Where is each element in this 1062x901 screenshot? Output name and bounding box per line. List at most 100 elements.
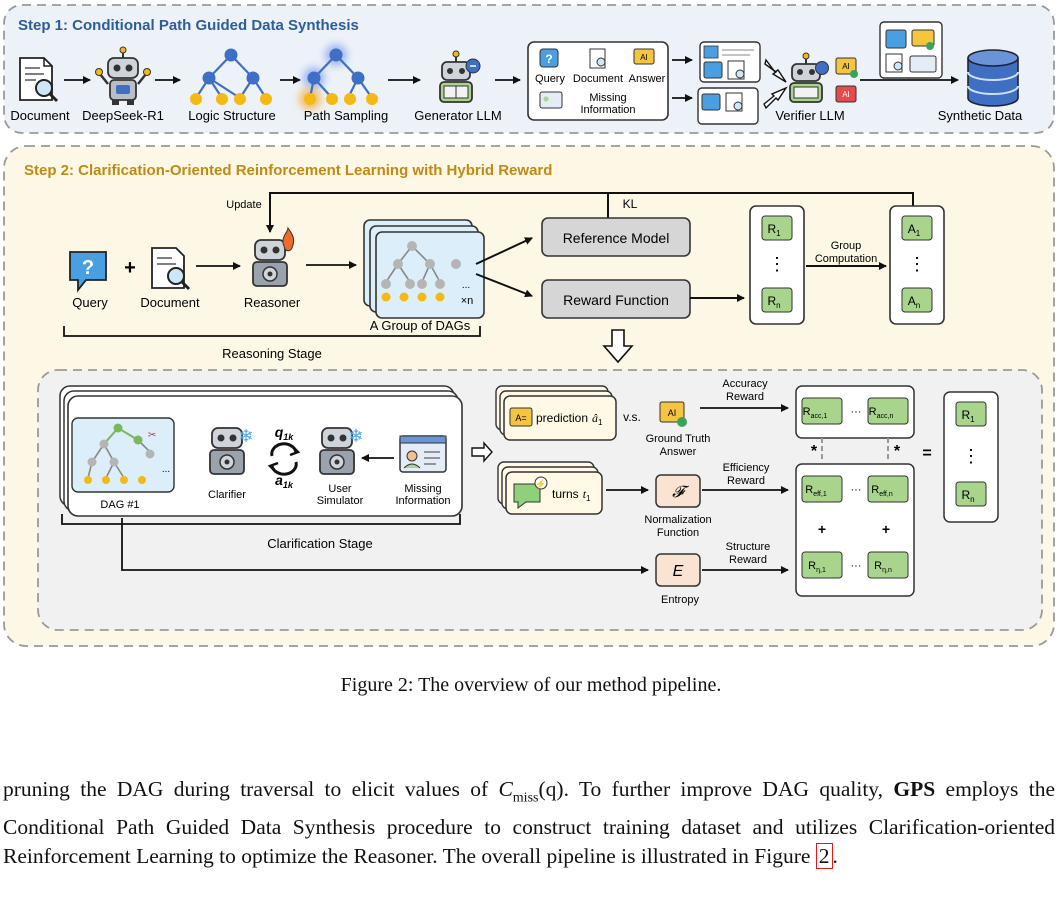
entropy-label: Entropy [661, 594, 699, 606]
verified-card [879, 21, 943, 79]
missing-information-icon [399, 435, 447, 473]
svg-text:AI: AI [842, 90, 850, 99]
clarifier-label: Clarifier [208, 489, 246, 501]
answer-mini-icon [633, 48, 655, 65]
missing-info-mini-icon [539, 91, 563, 109]
query-label: Query [72, 295, 108, 310]
q-label: q1k [275, 424, 295, 442]
user-simulator-robot-icon: ❄ [319, 426, 364, 475]
final-vdots: ⋮ [962, 446, 980, 466]
node-label-deepseek: DeepSeek-R1 [82, 108, 164, 123]
hollow-down-arrow [602, 329, 634, 364]
efficiency-reward-label: Efficiency [723, 462, 770, 474]
advantage-an: An [908, 294, 920, 310]
reference-model-label: Reference Model [563, 230, 670, 246]
body-paragraph: pruning the DAG during traversal to elic… [3, 775, 1055, 872]
plus-sign-1: + [818, 521, 826, 537]
query-bubble-icon: ? [69, 251, 107, 293]
cycle-arrows-icon [267, 442, 301, 476]
clarification-stage-bracket [61, 514, 461, 525]
svg-text:?: ? [545, 52, 552, 66]
multiply-star-2: * [894, 443, 901, 460]
path-sampling-icon [299, 44, 378, 110]
entropy-symbol: E [673, 563, 684, 580]
svg-text:Missing: Missing [589, 92, 626, 104]
node-label-logic: Logic Structure [188, 108, 275, 123]
advantage-a1: A1 [908, 222, 921, 238]
plus-sign: + [124, 257, 136, 279]
svg-text:⋮: ⋮ [908, 254, 926, 274]
ground-truth-label: Ground Truth [646, 433, 711, 445]
svg-text:Query: Query [535, 73, 565, 85]
hollow-arrow-bottom [763, 86, 788, 110]
reasoner-label: Reasoner [244, 295, 301, 310]
missing-info-label: Missing [404, 483, 441, 495]
svg-text:Information: Information [580, 104, 635, 116]
normalization-box [655, 474, 701, 508]
method-pipeline-figure: Step 1: Conditional Path Guided Data Syn… [3, 4, 1055, 647]
normalization-label-2: Function [657, 527, 699, 539]
hollow-arrow-top [764, 58, 787, 83]
structure-reward-label: Structure [726, 541, 771, 553]
dag1-ellipsis: ... [162, 464, 170, 475]
flame-icon [282, 226, 295, 252]
a-label: a1k [275, 472, 294, 490]
user-simulator-label-2: Simulator [317, 495, 364, 507]
reference-model-box [541, 217, 691, 257]
missing-info-label-2: Information [395, 495, 450, 507]
reasoning-stage-label: Reasoning Stage [222, 346, 322, 361]
synthetic-data-database-icon [967, 49, 1019, 107]
plus-sign-2: + [882, 521, 890, 537]
clarifier-robot-icon: ❄ [209, 426, 254, 475]
reward-r1: R1 [767, 222, 781, 238]
answer-bubble-icon [509, 407, 533, 427]
document-label-2: Document [140, 295, 200, 310]
vs-label: v.s. [623, 410, 641, 424]
entropy-box [655, 553, 701, 587]
step1-title: Step 1: Conditional Path Guided Data Syn… [18, 17, 359, 34]
svg-text:Answer: Answer [629, 73, 666, 85]
clarification-stage-label: Clarification Stage [267, 536, 373, 551]
accuracy-reward-label-2: Reward [726, 391, 764, 403]
node-label-generator: Generator LLM [414, 108, 501, 123]
accuracy-reward-label: Accuracy [722, 378, 768, 390]
document-icon-2 [151, 247, 191, 291]
reasoning-stage-bracket [63, 326, 481, 337]
svg-text:AI: AI [842, 62, 850, 71]
document-icon [19, 57, 59, 103]
svg-text:⋮: ⋮ [768, 254, 786, 274]
figure-reference-link[interactable]: 2 [815, 843, 833, 870]
reward-rn: Rn [767, 294, 780, 310]
node-label-verifier: Verifier LLM [775, 108, 844, 123]
figure-caption: Figure 2: The overview of our method pip… [340, 674, 722, 696]
final-r1: R1 [961, 408, 975, 424]
ground-truth-icon: AI [659, 401, 687, 427]
logic-structure-icon [190, 48, 272, 105]
step2-title: Step 2: Clarification-Oriented Reinforce… [24, 162, 552, 179]
para-text-1: pruning the DAG during traversal to elic… [3, 777, 499, 801]
acc-dots: ··· [851, 406, 862, 418]
snowflake-icon: ❄ [238, 426, 253, 446]
para-text-2: . To further improve DAG quality, [563, 777, 894, 801]
svg-text:A=: A= [515, 413, 526, 423]
reasoner-robot-icon [252, 226, 295, 287]
dag1-label: DAG #1 [100, 499, 139, 511]
query-icon [539, 48, 559, 68]
equals-sign: = [922, 445, 931, 462]
node-label-path-sampling: Path Sampling [304, 108, 389, 123]
sample-card-top [699, 41, 761, 83]
svg-text:Document: Document [573, 73, 623, 85]
dag-group: ... ×n [363, 219, 485, 319]
dag-group-label: A Group of DAGs [370, 318, 471, 333]
normalization-label: Normalization [644, 514, 711, 526]
kl-label: KL [623, 197, 638, 211]
reward-function-label: Reward Function [563, 292, 669, 308]
node-label-document: Document [10, 108, 70, 123]
eta-dots: ··· [851, 560, 862, 572]
svg-text:⚡: ⚡ [535, 478, 546, 490]
hollow-right-arrow [471, 441, 493, 463]
